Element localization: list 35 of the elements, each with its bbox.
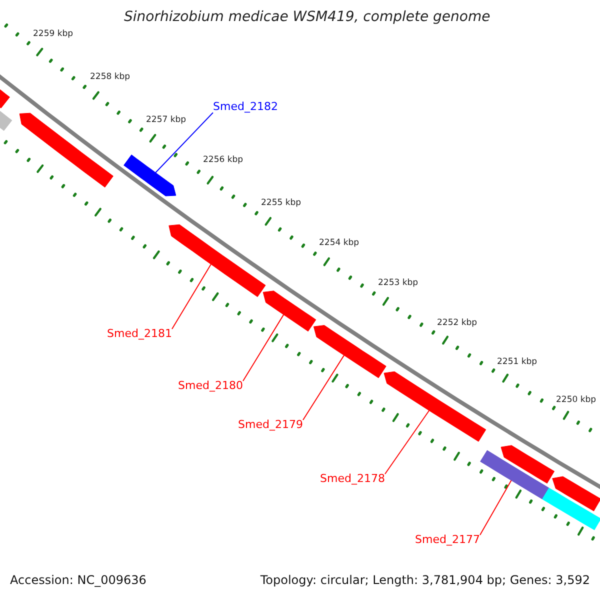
gene-block <box>480 450 550 500</box>
tick-label: 2259 kbp <box>33 30 74 40</box>
tick-label: 2253 kbp <box>378 279 418 289</box>
title: Sinorhizobium medicae WSM419, complete genome <box>124 9 490 26</box>
gene-block <box>262 290 316 332</box>
gene-label: Smed_2177 <box>415 534 480 547</box>
gene-label: Smed_2182 <box>213 101 278 114</box>
tick-label: 2251 kbp <box>497 358 538 368</box>
leader-line <box>302 354 345 420</box>
gene-block <box>500 445 555 484</box>
gene-block <box>19 112 114 188</box>
tick-label: 2258 kbp <box>90 73 130 83</box>
tick-label: 2257 kbp <box>146 116 186 126</box>
gene-block <box>542 488 600 530</box>
gene-block <box>168 224 266 298</box>
tick-label: 2255 kbp <box>261 199 302 209</box>
leader-line <box>172 264 212 330</box>
leader-line <box>480 480 512 536</box>
accession-text: Accession: NC_009636 <box>10 574 146 588</box>
tick-label: 2254 kbp <box>319 239 360 249</box>
gene-label: Smed_2180 <box>178 380 243 393</box>
gene-block <box>552 476 600 512</box>
leader-line <box>155 112 214 174</box>
leader-line <box>242 314 284 382</box>
tick-label: 2256 kbp <box>203 156 244 166</box>
gene-block <box>384 371 486 442</box>
tick-label: 2252 kbp <box>437 319 478 329</box>
gene-block <box>313 325 386 378</box>
tick-label: 2250 kbp <box>556 396 596 406</box>
gene-block <box>124 154 176 196</box>
gene-label: Smed_2178 <box>320 473 385 486</box>
gene-label: Smed_2179 <box>238 419 303 432</box>
leader-line <box>384 410 430 474</box>
gene-label: Smed_2181 <box>107 328 172 341</box>
genome-stats-text: Topology: circular; Length: 3,781,904 bp; Genes: 3,592 <box>260 574 590 588</box>
